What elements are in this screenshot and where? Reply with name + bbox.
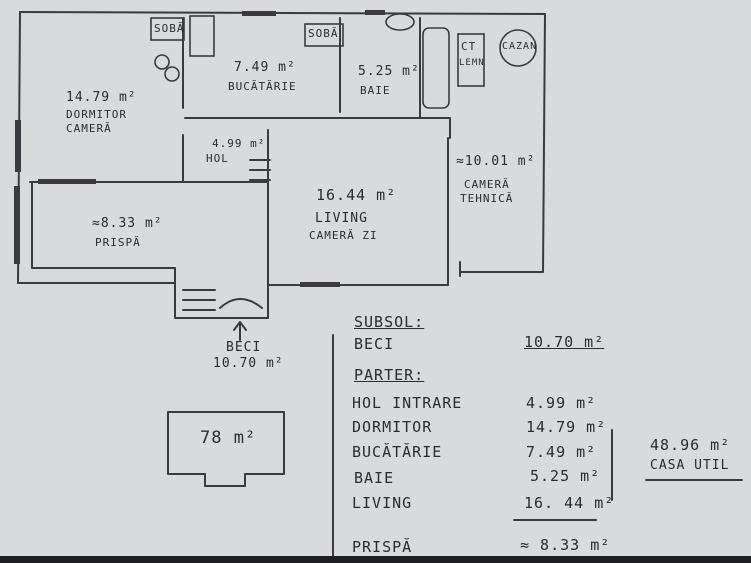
tech-subname: TEHNICĂ — [460, 192, 514, 205]
prispa-area: ≈8.33 m² — [92, 216, 163, 231]
summary-row-label: DORMITOR — [352, 418, 433, 436]
outer-wall-top — [19, 11, 546, 15]
summary-row-value: 7.49 m² — [526, 443, 597, 461]
ct-label: CT — [461, 40, 477, 53]
bucatarie-area: 7.49 m² — [234, 60, 296, 75]
summary-row-label: HOL INTRARE — [352, 394, 463, 412]
footprint-outline — [167, 411, 285, 487]
subsol-heading: SUBSOL: — [354, 313, 425, 331]
tech-area: ≈10.01 m² — [456, 154, 536, 169]
photo-bottom-edge — [0, 556, 751, 563]
hol-steps — [249, 159, 271, 181]
beci-summary-label: BECI — [354, 335, 395, 353]
outer-wall-right — [542, 13, 546, 273]
living-area: 16.44 m² — [316, 186, 397, 204]
baie-area: 5.25 m² — [358, 64, 420, 79]
footprint-area: 78 m² — [200, 428, 257, 448]
window-left-upper — [15, 120, 21, 172]
hol-name: HOL — [206, 152, 229, 165]
cazan-label: CAZAN — [502, 41, 538, 52]
toilet — [385, 13, 415, 31]
baie-name: BAIE — [360, 84, 391, 97]
cazan-circle — [499, 29, 537, 67]
stove-burner-2 — [164, 66, 180, 82]
bathtub — [422, 27, 450, 109]
dormitor-name: DORMITOR — [66, 108, 127, 121]
lemn-label: LEMN — [459, 58, 485, 68]
beci-arrow — [233, 321, 247, 341]
soba2-box — [304, 23, 344, 47]
summary-row-label: LIVING — [352, 494, 413, 512]
living-subname: CAMERĂ ZI — [309, 229, 378, 242]
summary-row-label: BAIE — [354, 469, 395, 487]
sink-box — [189, 15, 215, 57]
inner-wall-top-right — [419, 17, 451, 139]
soba1-box — [150, 17, 185, 41]
window-prispa — [38, 179, 96, 184]
window-top-2 — [365, 10, 385, 15]
beci-door — [219, 298, 263, 309]
summary-row-value: 16. 44 m² — [524, 494, 615, 512]
bucatarie-name: BUCĂTĂRIE — [228, 80, 297, 93]
soba1-label: SOBĂ — [154, 22, 185, 35]
summary-row-value: 14.79 m² — [526, 418, 607, 436]
total-value: 48.96 m² — [650, 436, 731, 454]
soba2-label: SOBĂ — [308, 27, 339, 40]
dormitor-subname: CAMERĂ — [66, 122, 112, 135]
stove-burner-1 — [154, 54, 170, 70]
window-left-lower — [14, 186, 20, 264]
ct-box — [457, 33, 485, 87]
prispa-name: PRISPĂ — [95, 236, 141, 249]
living-name: LIVING — [315, 211, 368, 226]
beci-name: BECI — [226, 340, 262, 355]
summary-row-label: BUCĂTĂRIE — [352, 443, 443, 461]
prispa-summary-label: PRISPĂ — [352, 538, 413, 556]
beci-summary-value: 10.70 m² — [524, 333, 605, 351]
tech-name: CAMERĂ — [464, 178, 510, 191]
prispa-summary-value: ≈ 8.33 m² — [520, 536, 611, 554]
total-label: CASA UTIL — [650, 458, 730, 473]
beci-area: 10.70 m² — [213, 356, 284, 371]
wall-prispa-bottom — [31, 267, 269, 319]
summary-row-value: 5.25 m² — [530, 467, 601, 485]
beci-stairs — [182, 289, 216, 311]
window-living — [300, 282, 340, 287]
parter-heading: PARTER: — [354, 366, 425, 384]
summary-row-value: 4.99 m² — [526, 394, 597, 412]
hol-area: 4.99 m² — [212, 137, 266, 150]
dormitor-area: 14.79 m² — [66, 90, 137, 105]
window-top-1 — [242, 11, 276, 16]
